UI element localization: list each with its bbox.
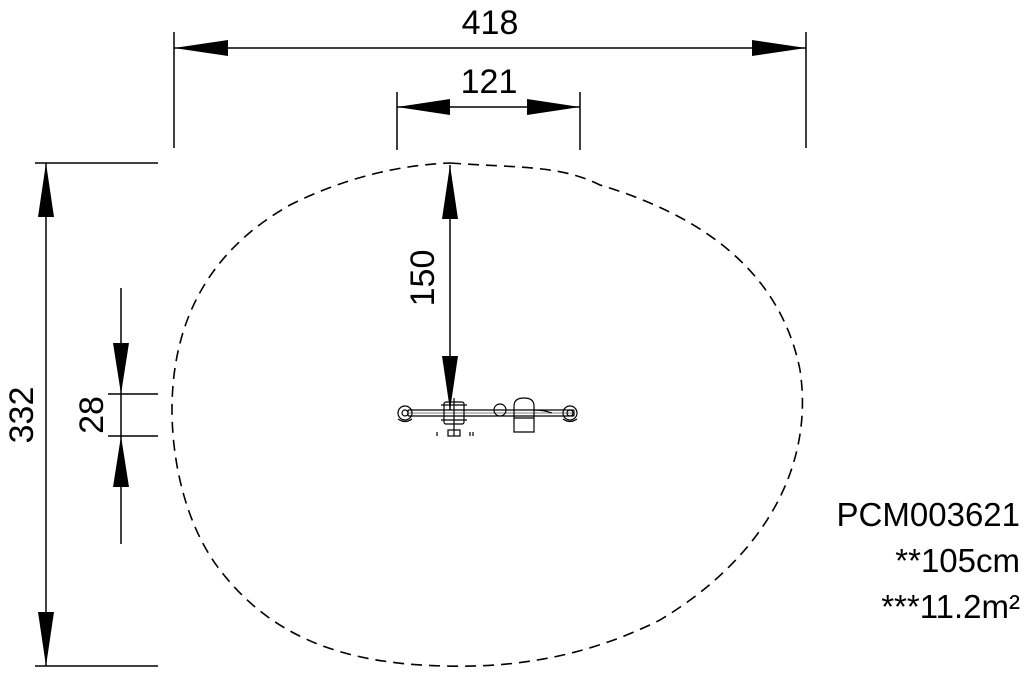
equipment-length-label: 121: [461, 63, 518, 101]
equipment-width-label: 28: [73, 396, 111, 434]
overall-depth-dimension: 332: [3, 162, 158, 667]
overall-width-label: 418: [462, 4, 519, 42]
center-offset-dimension: 150: [404, 165, 458, 410]
equipment-width-dimension: 28: [73, 288, 158, 544]
overall-width-dimension: 418: [173, 4, 807, 148]
safety-zone-outline: [171, 162, 804, 667]
safety-area: ***11.2m²: [881, 588, 1020, 625]
seesaw-equipment-icon: [397, 397, 578, 437]
product-info: PCM003621 **105cm ***11.2m²: [780, 492, 1020, 630]
center-offset-label: 150: [404, 250, 442, 307]
fall-height: **105cm: [895, 542, 1020, 579]
equipment-length-dimension: 121: [396, 63, 581, 150]
overall-depth-label: 332: [3, 387, 41, 444]
product-code: PCM003621: [836, 496, 1020, 533]
